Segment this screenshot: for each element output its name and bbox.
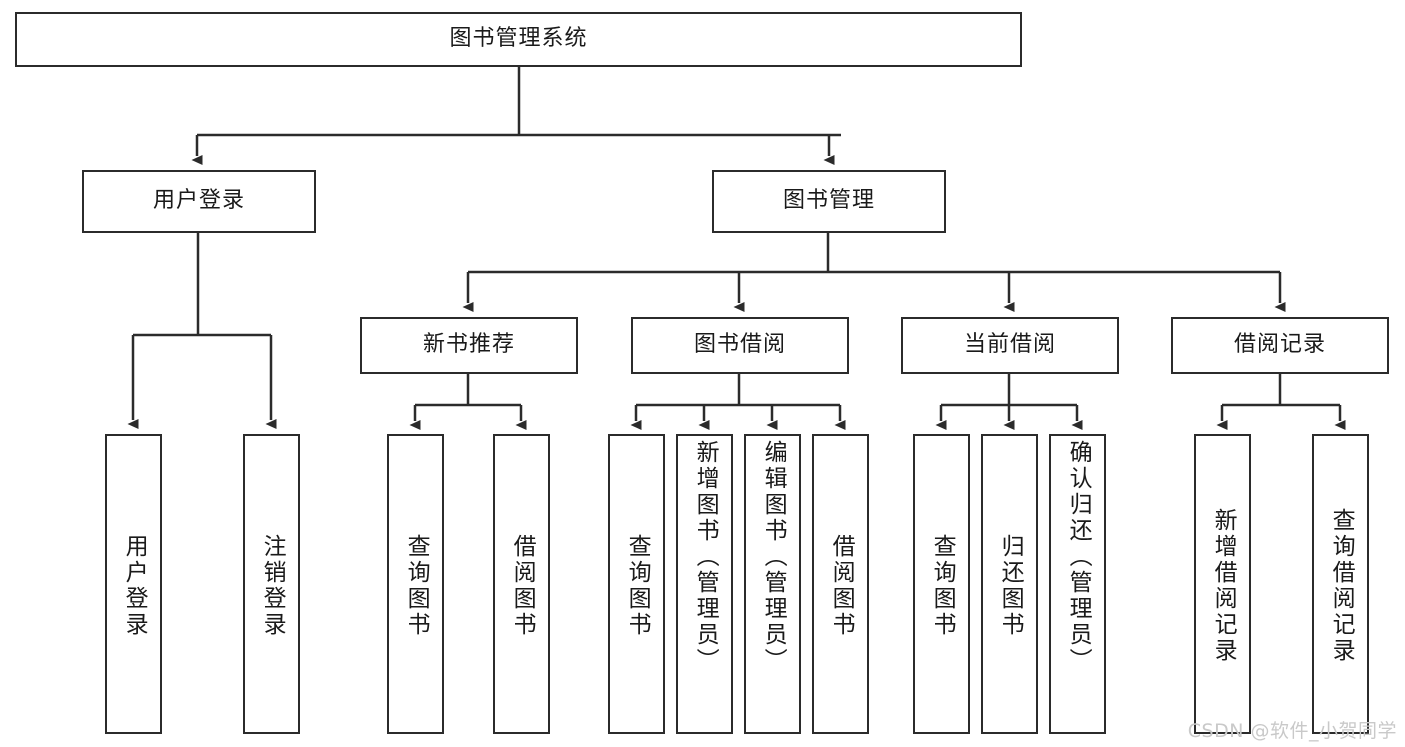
node-borrow-record[interactable]: 借阅记录	[1171, 317, 1389, 374]
leaf-record-add-label: 新增借阅记录	[1210, 508, 1237, 664]
leaf-record-query[interactable]: 查询借阅记录	[1312, 434, 1369, 734]
leaf-current-confirm-return[interactable]: 确认归还（管理员）	[1049, 434, 1106, 734]
leaf-new-book-borrow[interactable]: 借阅图书	[493, 434, 550, 734]
leaf-record-query-label: 查询借阅记录	[1328, 508, 1355, 664]
watermark: CSDN @软件_小贺同学	[1187, 720, 1397, 742]
node-book-borrow-label: 图书借阅	[693, 332, 786, 358]
node-user-login[interactable]: 用户登录	[82, 170, 316, 233]
leaf-current-confirm-return-label: 确认归还（管理员）	[1065, 440, 1092, 674]
leaf-borrow-borrow-book[interactable]: 借阅图书	[812, 434, 869, 734]
leaf-borrow-query[interactable]: 查询图书	[608, 434, 665, 734]
node-book-borrow[interactable]: 图书借阅	[631, 317, 849, 374]
leaf-user-login-login-label: 用户登录	[121, 534, 148, 638]
leaf-borrow-borrow-book-label: 借阅图书	[828, 534, 855, 638]
leaf-current-query-label: 查询图书	[929, 534, 956, 638]
node-new-book-recommend-label: 新书推荐	[422, 332, 515, 358]
leaf-borrow-query-label: 查询图书	[624, 534, 651, 638]
leaf-current-query[interactable]: 查询图书	[913, 434, 970, 734]
leaf-borrow-edit-book-label: 编辑图书（管理员）	[760, 440, 787, 674]
leaf-borrow-add-book-label: 新增图书（管理员）	[692, 440, 719, 674]
node-borrow-record-label: 借阅记录	[1233, 332, 1326, 358]
leaf-record-add[interactable]: 新增借阅记录	[1194, 434, 1251, 734]
leaf-new-book-borrow-label: 借阅图书	[509, 534, 536, 638]
leaf-new-book-query-label: 查询图书	[403, 534, 430, 638]
node-root-label: 图书管理系统	[449, 26, 588, 52]
leaf-user-login-logout-label: 注销登录	[259, 534, 286, 638]
node-book-management-label: 图书管理	[782, 188, 875, 214]
node-book-management[interactable]: 图书管理	[712, 170, 946, 233]
node-new-book-recommend[interactable]: 新书推荐	[360, 317, 578, 374]
leaf-user-login-login[interactable]: 用户登录	[105, 434, 162, 734]
node-current-borrow[interactable]: 当前借阅	[901, 317, 1119, 374]
leaf-current-return[interactable]: 归还图书	[981, 434, 1038, 734]
leaf-user-login-logout[interactable]: 注销登录	[243, 434, 300, 734]
node-user-login-label: 用户登录	[152, 188, 245, 214]
leaf-borrow-edit-book[interactable]: 编辑图书（管理员）	[744, 434, 801, 734]
leaf-current-return-label: 归还图书	[997, 534, 1024, 638]
leaf-new-book-query[interactable]: 查询图书	[387, 434, 444, 734]
node-root[interactable]: 图书管理系统	[15, 12, 1022, 67]
node-current-borrow-label: 当前借阅	[963, 332, 1056, 358]
leaf-borrow-add-book[interactable]: 新增图书（管理员）	[676, 434, 733, 734]
